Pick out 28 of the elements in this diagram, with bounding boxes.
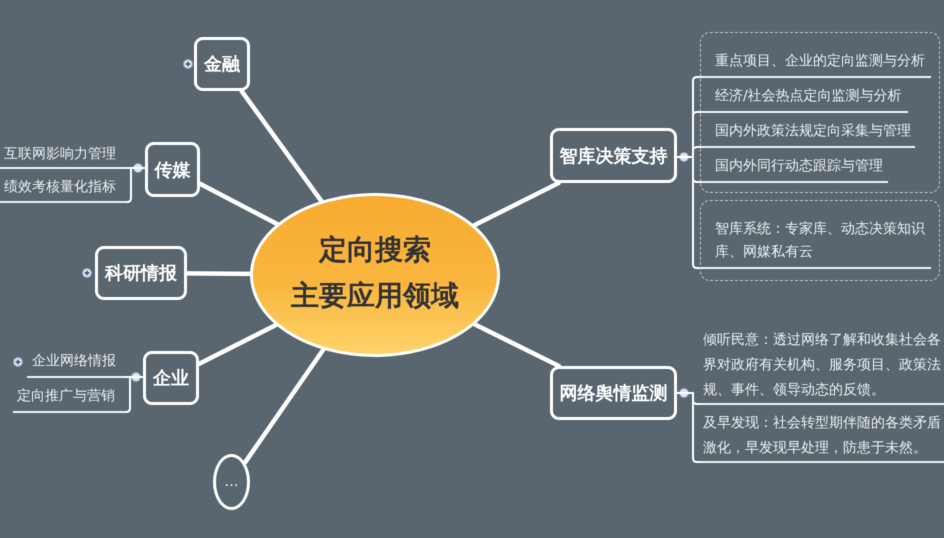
subtopic-text: 绩效考核量化指标	[0, 177, 126, 203]
subtopic-text: 经济/社会热点定向监测与分析	[702, 86, 908, 113]
connector-line	[184, 271, 252, 276]
subtopic-text: 智库系统：专家库、动态决策知识库、网媒私有云	[702, 218, 931, 269]
ellipsis-circle: …	[213, 454, 250, 510]
topic-box: 网络舆情监测	[550, 366, 677, 420]
subtopic-text: 国内外同行动态跟踪与管理	[702, 156, 888, 183]
connector-line	[198, 182, 280, 226]
subtopic-text: 互联网影响力管理	[0, 144, 127, 169]
connector-line	[242, 347, 326, 465]
subtopic-text: 企业网络情报	[27, 351, 125, 378]
subtopic-text: 倾听民意：透过网络了解和收集社会各界对政府有关机构、服务项目、政策法规、事件、领导动态的反馈。	[699, 328, 944, 405]
subtopic-text: 定向推广与营销	[13, 386, 126, 413]
connector-line	[472, 322, 562, 368]
dashed-boundary	[700, 200, 940, 281]
connector-line	[472, 180, 561, 228]
subtopic-text: 及早发现：社会转型期伴随的各类矛盾激化，早发现早处理，防患于未然。	[699, 411, 944, 463]
dashed-boundary	[700, 32, 940, 193]
connector-line	[239, 88, 324, 204]
topic-box: 科研情报	[95, 246, 187, 300]
topic-box: 企业	[143, 351, 199, 405]
central-ellipse: 定向搜索主要应用领域	[250, 193, 500, 357]
topic-box: 智库决策支持	[550, 128, 677, 183]
topic-box: 传媒	[145, 142, 200, 197]
subtopic-text: 重点项目、企业的定向监测与分析	[702, 51, 931, 78]
connector-line	[196, 322, 278, 366]
topic-box: 金融	[194, 37, 250, 91]
subtopic-text: 国内外政策法规定向采集与管理	[702, 121, 915, 148]
